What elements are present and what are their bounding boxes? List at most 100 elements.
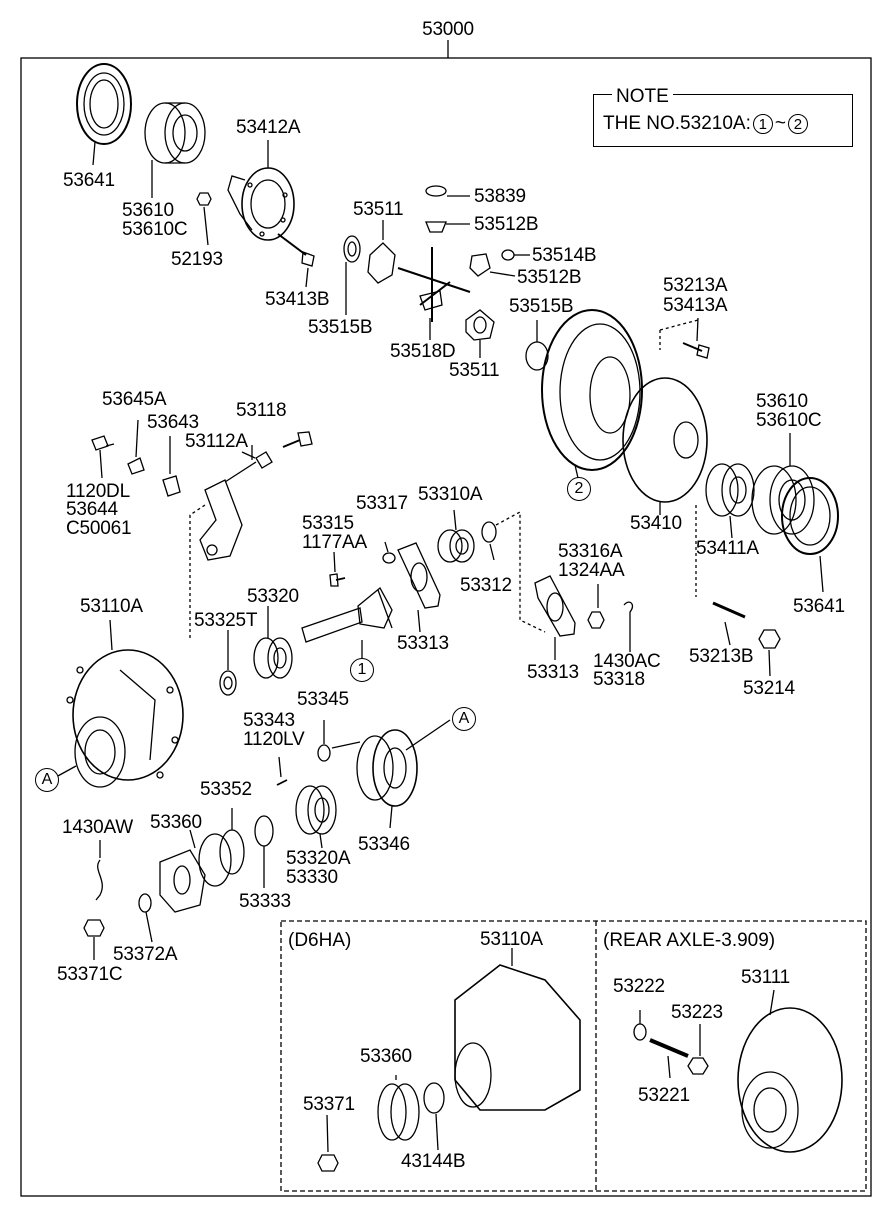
drive-pinion-drawing [301, 541, 396, 658]
lock-plate-drawing [91, 419, 273, 497]
bearing-53310a-drawing [437, 509, 475, 563]
bearing-53610-top-drawing [144, 102, 206, 198]
part-label-53320[interactable]: 53320 [247, 586, 299, 607]
part-label-53413a[interactable]: 53413A [663, 295, 728, 316]
part-label-53213b[interactable]: 53213B [689, 646, 754, 667]
note-box [593, 94, 853, 147]
spider-gear-set-drawing [343, 185, 549, 371]
part-label-53645a[interactable]: 53645A [102, 389, 167, 410]
callout-a-right: A [452, 707, 476, 731]
part-label-53371c[interactable]: 53371C [57, 964, 123, 985]
part-label-53360[interactable]: 53360 [150, 812, 202, 833]
part-label-53343[interactable]: 53343 [243, 710, 295, 731]
part-label-53333[interactable]: 53333 [239, 891, 291, 912]
part-label-53511-a[interactable]: 53511 [353, 199, 404, 220]
part-label-53413b[interactable]: 53413B [265, 289, 330, 310]
ring-gear-53210a-drawing [541, 309, 643, 479]
note-text: THE NO.53210A:1~2 [603, 113, 810, 135]
part-label-53315[interactable]: 53315 [302, 513, 354, 534]
part-label-53352[interactable]: 53352 [200, 779, 252, 800]
oil-seal-53352-drawing [219, 808, 245, 875]
nut-52193-drawing [196, 192, 212, 246]
part-label-1120lv[interactable]: 1120LV [243, 729, 305, 750]
part-label-53518d[interactable]: 53518D [390, 341, 456, 362]
part-label-53320a[interactable]: 53320A [286, 848, 351, 869]
part-label-53610-right[interactable]: 53610 [756, 391, 808, 412]
part-label-53346[interactable]: 53346 [358, 834, 410, 855]
part-label-53643[interactable]: 53643 [147, 412, 199, 433]
part-label-53641-right[interactable]: 53641 [793, 596, 845, 617]
note-title: NOTE [612, 86, 673, 108]
variant-panel-frame [280, 920, 867, 1192]
part-label-53512b-b[interactable]: 53512B [517, 267, 582, 288]
part-label-d6ha-53360[interactable]: 53360 [360, 1046, 412, 1067]
part-label-53512b-a[interactable]: 53512B [474, 214, 539, 235]
part-label-53610c-top[interactable]: 53610C [122, 219, 188, 240]
part-label-53412a[interactable]: 53412A [236, 117, 301, 138]
part-label-rear-53221[interactable]: 53221 [638, 1085, 690, 1106]
d6ha-panel-title: (D6HA) [288, 930, 352, 952]
part-label-53317[interactable]: 53317 [356, 493, 408, 514]
bolt-53213a-drawing [659, 317, 710, 359]
part-label-1430aw[interactable]: 1430AW [62, 817, 133, 838]
bearing-cap-drawing [189, 479, 243, 640]
part-label-53313-b[interactable]: 53313 [527, 662, 579, 683]
bolt-53413b-drawing [277, 233, 315, 288]
part-label-53610c-right[interactable]: 53610C [756, 410, 822, 431]
part-label-53641-top[interactable]: 53641 [63, 170, 115, 191]
callout-2: 2 [567, 477, 591, 501]
part-label-53214[interactable]: 53214 [743, 678, 795, 699]
part-label-53511-b[interactable]: 53511 [449, 360, 500, 381]
part-label-53118[interactable]: 53118 [236, 400, 287, 421]
part-label-d6ha-53371[interactable]: 53371 [303, 1094, 355, 1115]
part-label-53112a[interactable]: 53112A [185, 431, 248, 452]
part-label-53345[interactable]: 53345 [297, 689, 349, 710]
bearing-53320a-drawing [295, 785, 337, 849]
bearing-53320-drawing [253, 606, 293, 679]
diff-case-53412a-drawing [227, 140, 295, 241]
part-label-53514b[interactable]: 53514B [532, 245, 597, 266]
part-label-53312[interactable]: 53312 [460, 575, 512, 596]
shim-53312-drawing [481, 521, 497, 561]
part-label-1177aa[interactable]: 1177AA [302, 532, 368, 553]
part-label-53372a[interactable]: 53372A [113, 944, 178, 965]
part-label-rear-53222[interactable]: 53222 [613, 976, 665, 997]
part-label-c50061[interactable]: C50061 [66, 518, 132, 539]
nut-53371c-drawing [83, 919, 105, 960]
spacer-53325t-drawing [219, 630, 237, 696]
part-label-53313-a[interactable]: 53313 [397, 633, 449, 654]
part-label-53110a[interactable]: 53110A [80, 596, 143, 617]
diff-case-53410-drawing [622, 377, 708, 515]
part-label-53310a[interactable]: 53310A [418, 484, 483, 505]
part-label-d6ha-43144b[interactable]: 43144B [401, 1151, 466, 1172]
part-label-53316a[interactable]: 53316A [558, 541, 623, 562]
part-label-rear-53223[interactable]: 53223 [671, 1002, 723, 1023]
part-label-53410[interactable]: 53410 [630, 513, 682, 534]
part-label-53411a[interactable]: 53411A [696, 538, 759, 559]
gasket-53313-drawing [397, 510, 576, 660]
part-label-1324aa[interactable]: 1324AA [558, 560, 625, 581]
part-label-53515b-b[interactable]: 53515B [509, 296, 574, 317]
part-label-1120dl[interactable]: 1120DL [66, 481, 130, 502]
part-label-1430ac[interactable]: 1430AC [593, 651, 661, 672]
part-label-d6ha-53110a[interactable]: 53110A [480, 929, 543, 950]
part-label-52193[interactable]: 52193 [171, 249, 223, 270]
part-label-53839[interactable]: 53839 [474, 186, 526, 207]
part-label-53330[interactable]: 53330 [286, 867, 338, 888]
part-label-53325t[interactable]: 53325T [194, 610, 258, 631]
assembly-number: 53000 [422, 19, 474, 40]
carrier-housing-53110a-drawing [55, 619, 184, 788]
bolt-53315-drawing [329, 551, 346, 587]
part-label-53318[interactable]: 53318 [593, 669, 645, 690]
part-label-rear-53111[interactable]: 53111 [741, 967, 791, 988]
note-tilde: ~ [774, 113, 786, 134]
part-label-53213a[interactable]: 53213A [663, 275, 728, 296]
rear-axle-panel-title: (REAR AXLE-3.909) [603, 930, 776, 952]
part-label-53644[interactable]: 53644 [66, 499, 118, 520]
note-from-callout: 1 [752, 113, 773, 134]
part-label-53515b-a[interactable]: 53515B [308, 317, 373, 338]
split-pin-53318-drawing [623, 601, 634, 652]
part-label-53610-top[interactable]: 53610 [122, 200, 174, 221]
stud-53213b-drawing [712, 601, 746, 646]
